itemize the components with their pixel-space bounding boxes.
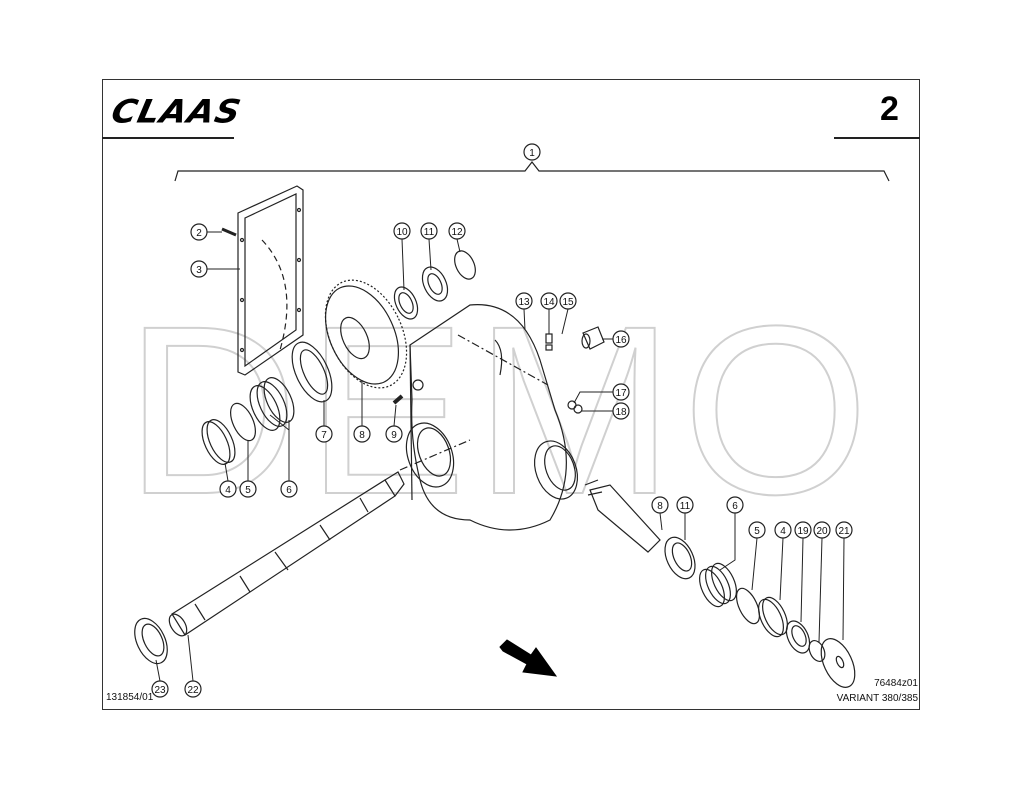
- callout-19[interactable]: 19: [794, 521, 812, 539]
- svg-text:11: 11: [424, 227, 435, 238]
- svg-text:2: 2: [196, 228, 202, 239]
- svg-text:19: 19: [797, 526, 809, 537]
- callout-21[interactable]: 21: [835, 521, 853, 539]
- svg-text:8: 8: [657, 501, 663, 512]
- leader-lines: [155, 231, 845, 682]
- callout-6-right[interactable]: 6: [726, 496, 744, 514]
- rings-right-group: [664, 536, 856, 688]
- callout-7[interactable]: 7: [315, 425, 333, 443]
- callout-23[interactable]: 23: [151, 680, 169, 698]
- drawing-code: 76484z01: [874, 678, 918, 689]
- header-rule-left: [102, 137, 234, 139]
- svg-text:12: 12: [451, 227, 463, 238]
- callout-4[interactable]: 4: [219, 480, 237, 498]
- bearing-part: [291, 341, 333, 403]
- svg-text:17: 17: [615, 388, 627, 399]
- svg-text:10: 10: [396, 227, 408, 238]
- bevel-gear-part: [324, 279, 408, 389]
- callout-11[interactable]: 11: [420, 222, 438, 240]
- callout-8-right[interactable]: 8: [651, 496, 669, 514]
- assembly-bracket: [174, 161, 890, 182]
- svg-text:4: 4: [780, 526, 786, 537]
- callout-2[interactable]: 2: [190, 223, 208, 241]
- callout-8[interactable]: 8: [353, 425, 371, 443]
- svg-text:5: 5: [754, 526, 760, 537]
- callout-20[interactable]: 20: [813, 521, 831, 539]
- model-label: VARIANT 380/385: [836, 693, 918, 704]
- svg-text:21: 21: [838, 526, 850, 537]
- svg-text:5: 5: [245, 485, 251, 496]
- callout-5-right[interactable]: 5: [748, 521, 766, 539]
- upper-rings-group: [393, 250, 476, 320]
- svg-text:20: 20: [816, 526, 828, 537]
- page-number: 2: [880, 90, 899, 128]
- rings-left-group: [201, 377, 295, 465]
- svg-text:6: 6: [286, 485, 292, 496]
- svg-text:1: 1: [529, 148, 535, 159]
- callout-11-right[interactable]: 11: [676, 496, 694, 514]
- svg-text:16: 16: [615, 335, 627, 346]
- svg-text:22: 22: [187, 685, 199, 696]
- small-fittings-group: [457, 326, 605, 414]
- callout-17[interactable]: 17: [612, 383, 630, 401]
- svg-text:14: 14: [543, 297, 555, 308]
- direction-arrow-icon: [499, 639, 558, 677]
- drawing-frame: [102, 79, 920, 710]
- svg-text:23: 23: [154, 685, 166, 696]
- svg-text:15: 15: [562, 297, 574, 308]
- cover-gasket-part: [237, 185, 304, 376]
- callout-12[interactable]: 12: [448, 222, 466, 240]
- header-rule-right: [834, 137, 920, 139]
- callout-5[interactable]: 5: [239, 480, 257, 498]
- callout-3[interactable]: 3: [190, 260, 208, 278]
- svg-text:18: 18: [615, 407, 627, 418]
- svg-text:4: 4: [225, 485, 231, 496]
- callout-10[interactable]: 10: [393, 222, 411, 240]
- gearbox-housing-part: [405, 304, 579, 531]
- svg-text:13: 13: [518, 297, 530, 308]
- callout-4-right[interactable]: 4: [774, 521, 792, 539]
- svg-text:6: 6: [732, 501, 738, 512]
- svg-text:7: 7: [321, 430, 327, 441]
- svg-text:9: 9: [391, 430, 397, 441]
- svg-text:8: 8: [359, 430, 365, 441]
- callout-15[interactable]: 15: [559, 292, 577, 310]
- washer-part: [134, 617, 168, 665]
- pinion-shaft-part: [584, 479, 661, 553]
- svg-text:3: 3: [196, 265, 202, 276]
- drawing-number: 131854/01: [106, 692, 154, 703]
- callout-16[interactable]: 16: [612, 330, 630, 348]
- callout-18[interactable]: 18: [612, 402, 630, 420]
- callout-bubbles: 1 2 3 4 5 6 7 8 9 10 11 12 13 14 15 16 1…: [151, 143, 853, 698]
- callout-22[interactable]: 22: [184, 680, 202, 698]
- svg-text:11: 11: [680, 501, 691, 512]
- callout-13[interactable]: 13: [515, 292, 533, 310]
- callout-9[interactable]: 9: [385, 425, 403, 443]
- pin-part: [392, 394, 404, 405]
- main-shaft-part: [168, 439, 471, 637]
- screw-part: [221, 227, 237, 237]
- callout-6[interactable]: 6: [280, 480, 298, 498]
- callout-1[interactable]: 1: [523, 143, 541, 161]
- callout-14[interactable]: 14: [540, 292, 558, 310]
